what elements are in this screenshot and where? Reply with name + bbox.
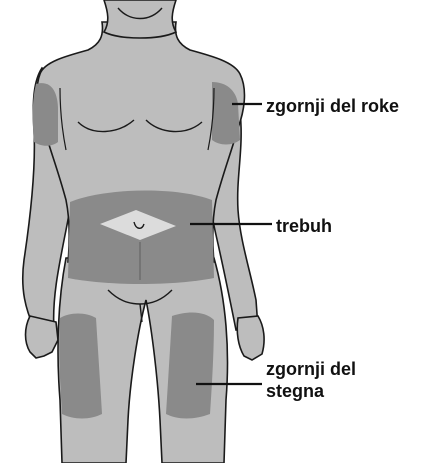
zone-right-thigh — [166, 313, 214, 419]
right-hand — [237, 316, 264, 360]
label-thigh: zgornji del stegna — [266, 358, 356, 402]
zone-left-thigh — [59, 314, 102, 419]
zone-left-upper-arm — [33, 83, 58, 146]
label-upper-arm: zgornji del roke — [266, 95, 399, 117]
left-hand — [26, 316, 59, 358]
label-thigh-line2: stegna — [266, 380, 356, 402]
label-thigh-line1: zgornji del — [266, 358, 356, 380]
label-abdomen: trebuh — [276, 215, 332, 237]
